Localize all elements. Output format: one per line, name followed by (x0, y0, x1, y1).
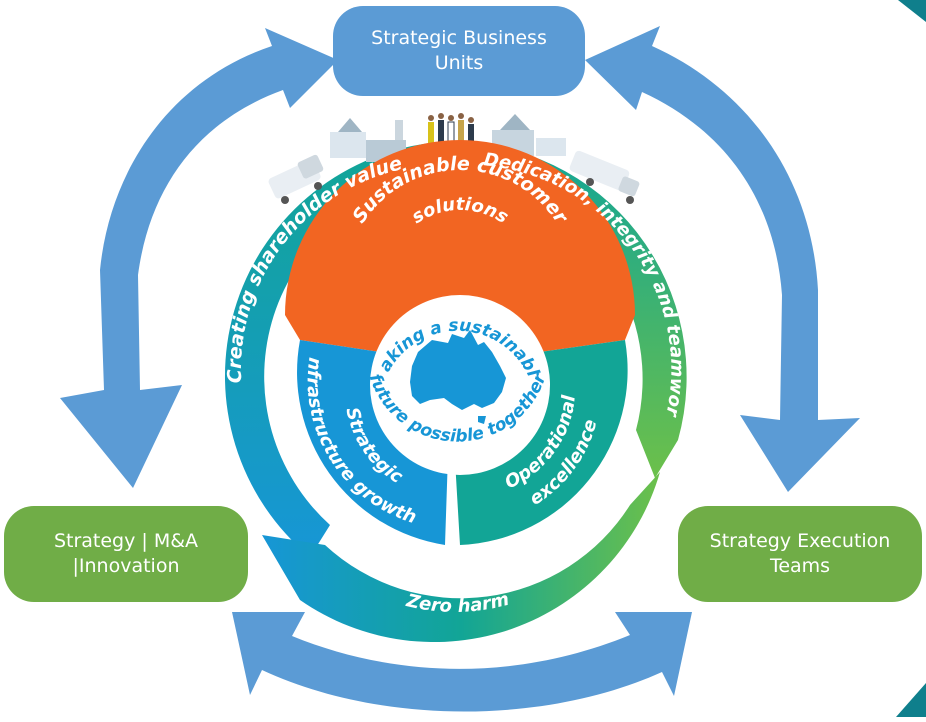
segment-sustainable-customer-solutions (285, 140, 635, 352)
corner-decoration-top-right (898, 0, 926, 22)
truck-right-icon (569, 150, 640, 204)
corner-decoration-bottom-right (896, 683, 926, 717)
arrow-bottom (232, 612, 692, 712)
segment-strategic-infrastructure-growth (297, 340, 448, 545)
strategic-business-units-box: Strategic Business Units (333, 6, 585, 96)
inner-segments (285, 140, 635, 545)
strategy-execution-line1: Strategy Execution (709, 530, 891, 552)
strategy-ma-line2: |Innovation (72, 555, 180, 577)
strategy-ma-innovation-box: Strategy | M&A |Innovation (4, 506, 248, 602)
arrow-top-to-right (585, 26, 860, 492)
outer-ring (224, 141, 687, 643)
segment-operational-excellence (455, 340, 628, 545)
truck-left-icon (268, 154, 324, 204)
tasmania-icon (478, 416, 486, 424)
outer-ring-left-segment (224, 143, 442, 557)
outer-ring-bottom-label: Zero harm (404, 589, 512, 617)
australia-map-icon (410, 330, 506, 410)
people-icon (428, 113, 474, 145)
strategy-execution-line2: Teams (769, 555, 831, 577)
cycle-arrows (60, 26, 860, 712)
strategy-execution-teams-box: Strategy Execution Teams (678, 506, 922, 602)
outer-ring-right-segment (448, 141, 687, 478)
strategy-ma-line1: Strategy | M&A (53, 530, 199, 552)
strategic-business-units-line2: Units (434, 52, 484, 74)
outer-ring-bottom-segment (262, 472, 660, 643)
strategic-business-units-line1: Strategic Business (371, 27, 547, 49)
arrow-top-to-left (60, 28, 338, 488)
